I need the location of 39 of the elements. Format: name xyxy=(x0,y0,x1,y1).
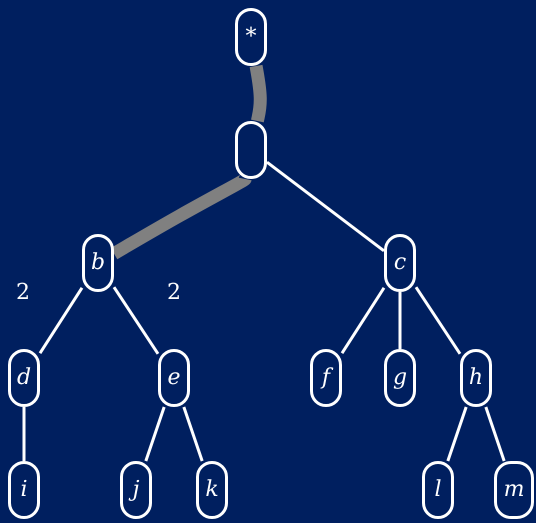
node-label: l xyxy=(434,479,442,501)
empty-node xyxy=(235,121,267,179)
node-label: * xyxy=(246,26,256,48)
tree-node xyxy=(120,461,152,519)
tree-node xyxy=(196,461,228,519)
tree-node xyxy=(8,349,40,407)
tree-edge xyxy=(38,287,84,354)
node-label: k xyxy=(205,479,219,501)
tree-node xyxy=(384,349,416,407)
tree-node xyxy=(422,461,454,519)
tree-edge xyxy=(484,406,506,462)
weight-label: 2 xyxy=(16,280,30,305)
tree-edge xyxy=(446,406,468,462)
node-label: h xyxy=(468,367,484,389)
tree-edge xyxy=(22,407,26,461)
tree-node xyxy=(384,234,416,292)
tree-node xyxy=(82,234,114,292)
node-label: m xyxy=(504,479,524,501)
tree-edge xyxy=(112,286,160,355)
node-label: i xyxy=(20,479,28,501)
tree-edge xyxy=(398,292,402,349)
tree-edge xyxy=(182,406,204,462)
tree-node xyxy=(158,349,190,407)
tree-node xyxy=(8,461,40,519)
tree-edge xyxy=(414,286,462,355)
node-label: e xyxy=(167,367,181,389)
highlighted-path xyxy=(250,64,267,124)
tree-node xyxy=(310,349,342,407)
node-label: c xyxy=(394,252,406,274)
tree-node xyxy=(494,461,534,519)
tree-edge xyxy=(266,160,385,252)
tree-edge xyxy=(144,406,166,462)
tree-edge xyxy=(340,287,386,354)
node-label: g xyxy=(392,367,408,389)
node-label: b xyxy=(90,252,106,274)
tree-node xyxy=(235,8,267,66)
node-label: d xyxy=(16,367,32,389)
weight-label: 2 xyxy=(167,280,181,305)
tree-node xyxy=(460,349,492,407)
